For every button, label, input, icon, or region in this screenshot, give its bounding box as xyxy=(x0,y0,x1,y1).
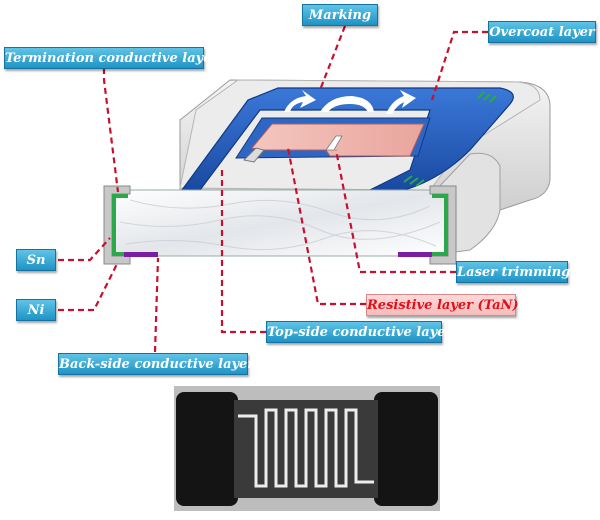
photo-right-termination xyxy=(374,392,438,506)
label-back-side: Back-side conductive layer xyxy=(58,353,254,375)
leader-laser xyxy=(334,149,456,274)
label-resistive: Resistive layer (TaN) xyxy=(366,294,519,316)
laser-trim-cut xyxy=(325,135,343,151)
label-termination: Termination conductive layer xyxy=(4,47,218,69)
termination-left-ni xyxy=(112,194,128,256)
ceramic-substrate xyxy=(109,189,451,257)
leader-termination xyxy=(102,68,120,193)
back-conductor-left xyxy=(124,252,158,257)
top-side-conductor xyxy=(242,147,265,163)
leader-top-side xyxy=(220,168,266,334)
marking-arrow-left xyxy=(284,90,316,112)
back-conductor-right xyxy=(398,252,432,257)
label-laser: Laser trimming xyxy=(456,261,570,283)
label-sn: Sn xyxy=(16,249,56,271)
photo-left-termination xyxy=(176,392,238,506)
leader-sn xyxy=(58,237,111,262)
leader-back-side xyxy=(153,257,160,353)
marble-texture xyxy=(119,199,441,251)
leader-ni xyxy=(58,261,119,312)
marking-arrow-right xyxy=(386,90,416,114)
label-marking: Marking xyxy=(302,4,378,26)
leader-overcoat xyxy=(430,30,488,101)
label-ni: Ni xyxy=(16,299,56,321)
leader-marking xyxy=(318,25,347,91)
resistor-photo xyxy=(174,386,440,511)
label-overcoat: Overcoat layer xyxy=(488,21,596,43)
overcoat-hatching xyxy=(403,91,497,187)
leader-resistive xyxy=(286,147,366,306)
termination-right-ni xyxy=(432,194,448,256)
label-top-side: Top-side conductive layer xyxy=(266,321,452,343)
leader-lines xyxy=(58,25,488,353)
marking-arrow-center xyxy=(320,96,374,112)
photo-serpentine-pattern xyxy=(238,408,374,488)
